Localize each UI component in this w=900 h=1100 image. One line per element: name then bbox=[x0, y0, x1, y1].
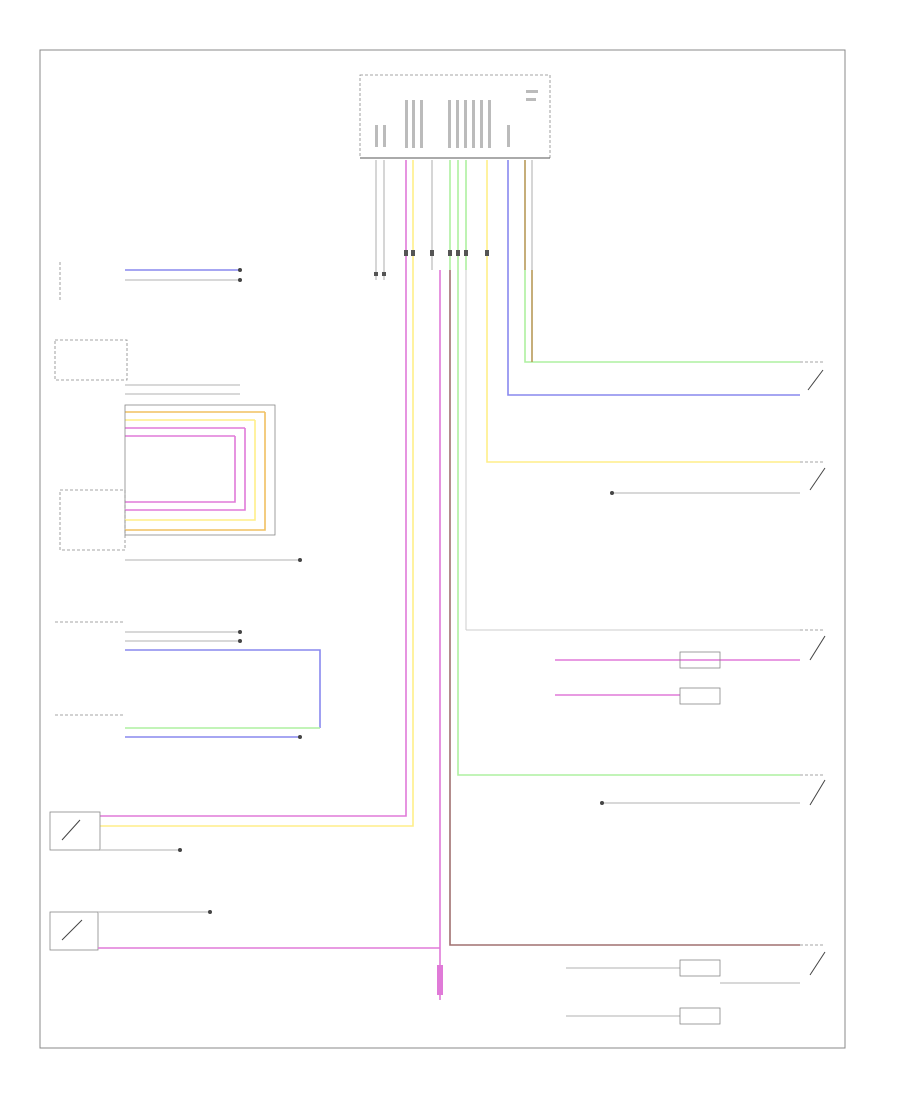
top-module-pin-labels bbox=[375, 90, 538, 148]
diagram-frame bbox=[39, 49, 846, 1049]
left-switch-3 bbox=[55, 621, 321, 728]
headlamp-switch bbox=[54, 339, 302, 562]
top-wire-markers bbox=[374, 250, 489, 276]
right-switch-4 bbox=[600, 774, 826, 806]
top-wire-stubs bbox=[375, 160, 533, 280]
right-switch-2 bbox=[610, 461, 826, 495]
bottom-connector bbox=[437, 965, 443, 995]
left-switch-4 bbox=[55, 714, 320, 739]
right-switch-3 bbox=[555, 629, 826, 705]
left-switch-6 bbox=[49, 910, 440, 951]
top-module bbox=[359, 74, 551, 159]
left-switch-1 bbox=[59, 262, 242, 300]
right-switch-5 bbox=[566, 944, 826, 1025]
right-switch-1 bbox=[800, 361, 825, 391]
main-vertical-wires bbox=[100, 270, 800, 1000]
left-switch-5 bbox=[49, 811, 182, 852]
